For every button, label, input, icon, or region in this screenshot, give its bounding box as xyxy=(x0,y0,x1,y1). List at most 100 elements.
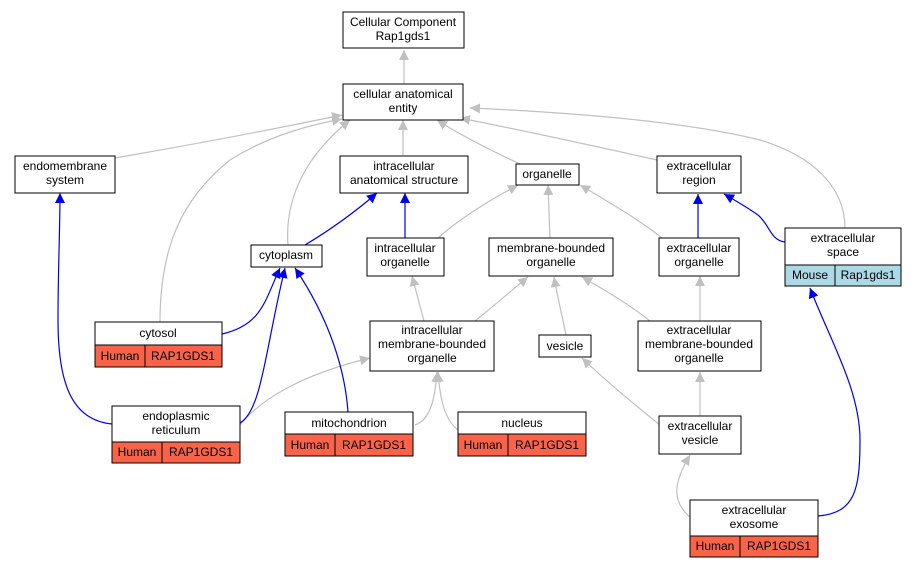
node-label-line: region xyxy=(682,173,715,187)
edge-vesicle-mbo xyxy=(550,276,567,336)
edge-io-organelle xyxy=(437,184,519,239)
node-label-line: entity xyxy=(389,101,418,115)
annotation-gene-cell xyxy=(161,441,241,464)
node-label-line: anatomical structure xyxy=(350,173,458,187)
node-label-line: membrane-bounded xyxy=(378,337,486,351)
annotation-gene: RAP1GDS1 xyxy=(151,349,215,363)
edge-embo-mbo xyxy=(581,276,651,322)
go-term-nucleus[interactable]: nucleus Human RAP1GDS1 xyxy=(457,411,587,457)
edge-cytoplasm-ias xyxy=(304,192,378,246)
node-label-line: Cellular Component xyxy=(350,15,457,29)
node-label-line: membrane-bounded xyxy=(645,337,753,351)
annotation-species: Human xyxy=(291,438,330,452)
node-label-line: extracellular xyxy=(722,503,787,517)
svg-text:cytosol: cytosol xyxy=(139,326,176,340)
node-label-line: organelle xyxy=(674,255,724,269)
node-label-line: cytosol xyxy=(139,326,176,340)
svg-text:vesicle: vesicle xyxy=(547,339,584,353)
node-label-line: extracellular xyxy=(667,159,732,173)
node-label-line: extracellular xyxy=(667,241,732,255)
annotation-gene: RAP1GDS1 xyxy=(515,438,579,452)
edge-cytosol-cae xyxy=(159,115,343,323)
edge-endoret-imbo xyxy=(239,355,371,426)
edges-gray xyxy=(114,50,846,518)
edge-nucleus-imbo xyxy=(433,371,459,431)
edge-ev-vesicle xyxy=(581,357,661,426)
edge-er-cae xyxy=(459,115,658,161)
edge-eo-organelle xyxy=(579,184,663,239)
node-label-line: vesicle xyxy=(682,433,719,447)
edge-endoret-cytoplasm xyxy=(239,267,288,424)
node-label-line: mitochondrion xyxy=(311,416,386,430)
edge-cytosol-cytoplasm xyxy=(221,267,281,335)
node-label-line: organelle xyxy=(526,255,576,269)
node-label-line: endoplasmic xyxy=(142,409,209,423)
go-term-vesicle[interactable]: vesicle xyxy=(538,334,592,358)
annotation-gene-cell xyxy=(334,433,414,457)
node-label-line: reticulum xyxy=(152,423,201,437)
annotation-species: Human xyxy=(101,349,140,363)
edge-imbo-mbo xyxy=(474,276,529,322)
annotation-gene-cell xyxy=(834,264,902,287)
node-label-line: cellular anatomical xyxy=(353,87,452,101)
node-label-line: organelle xyxy=(522,167,572,181)
edge-es-er xyxy=(723,193,786,243)
go-term-organelle[interactable]: organelle xyxy=(515,163,580,186)
go-term-cytosol[interactable]: cytosol Human RAP1GDS1 xyxy=(94,321,223,368)
node-label-line: intracellular xyxy=(374,241,435,255)
node-label-line: endomembrane xyxy=(23,159,107,173)
annotation-gene-cell xyxy=(739,535,819,558)
go-term-cytoplasm[interactable]: cytoplasm xyxy=(250,244,323,268)
annotation-gene-cell xyxy=(507,433,587,457)
annotation-gene-cell xyxy=(144,344,223,368)
node-label-line: organelle xyxy=(674,351,724,365)
edges-blue xyxy=(54,192,861,517)
node-label-line: exosome xyxy=(730,517,779,531)
node-label-line: extracellular xyxy=(667,323,732,337)
svg-text:organelle: organelle xyxy=(522,167,572,181)
annotation-species: Human xyxy=(118,445,157,459)
node-label-line: Rap1gds1 xyxy=(376,29,431,43)
annotation-gene: Rap1gds1 xyxy=(841,268,896,282)
node-label-line: extracellular xyxy=(668,419,733,433)
edge-mito-imbo xyxy=(414,371,442,426)
edge-exo-ev xyxy=(676,454,691,518)
node-label-line: space xyxy=(827,245,859,259)
edge-mito-cytoplasm xyxy=(294,267,349,413)
edge-exo-es xyxy=(808,287,861,517)
edge-organelle-cae xyxy=(436,119,521,165)
annotation-species: Human xyxy=(464,438,503,452)
node-label-line: intracellular xyxy=(373,159,434,173)
go-term-mitochondrion[interactable]: mitochondrion Human RAP1GDS1 xyxy=(284,411,414,457)
edge-imbo-io xyxy=(409,275,425,322)
node-label-line: intracellular xyxy=(401,323,462,337)
node-label-line: organelle xyxy=(407,351,457,365)
